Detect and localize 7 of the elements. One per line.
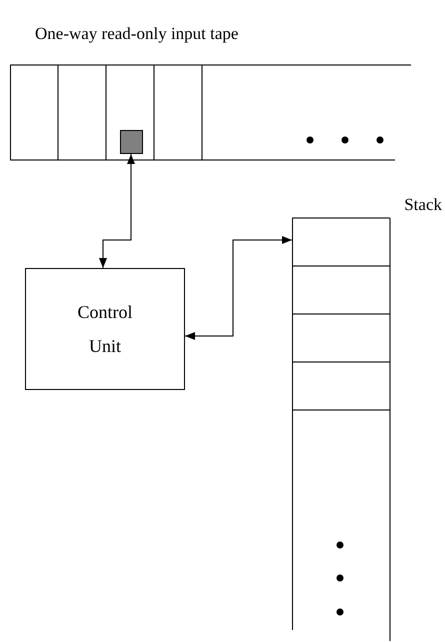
stack-label: Stack bbox=[404, 195, 442, 215]
tape-head-square bbox=[120, 130, 143, 154]
box-label: Control Unit bbox=[76, 301, 134, 358]
tape-heading: One-way read-only input tape bbox=[35, 24, 238, 44]
arrow bbox=[99, 154, 135, 268]
control-unit-box bbox=[25, 268, 185, 390]
arrow bbox=[184, 236, 292, 340]
